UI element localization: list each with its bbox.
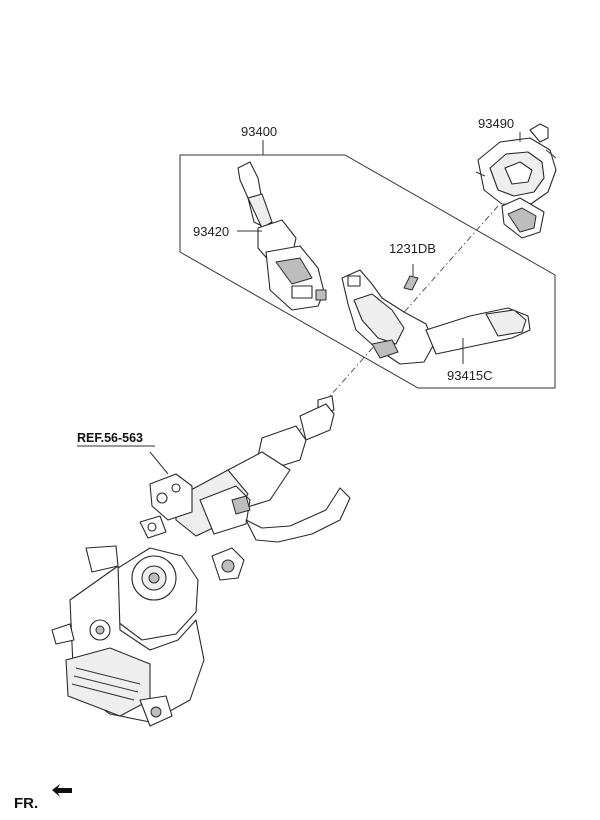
clock-spring-part [475, 123, 557, 239]
label-93400: 93400 [241, 124, 277, 139]
reference-leader [149, 451, 169, 475]
light-switch-part [341, 269, 531, 365]
front-arrow-icon [52, 784, 72, 797]
steering-column-part [51, 395, 351, 727]
label-front: FR. [14, 795, 38, 812]
label-93420: 93420 [193, 224, 229, 239]
label-ref-56-563: REF.56-563 [77, 431, 143, 445]
label-93490: 93490 [478, 116, 514, 131]
screw-part [403, 264, 419, 291]
label-93415C: 93415C [447, 368, 493, 383]
assembly-boundary [179, 154, 556, 389]
label-1231DB: 1231DB [389, 241, 436, 256]
wiper-switch-part [237, 161, 327, 311]
